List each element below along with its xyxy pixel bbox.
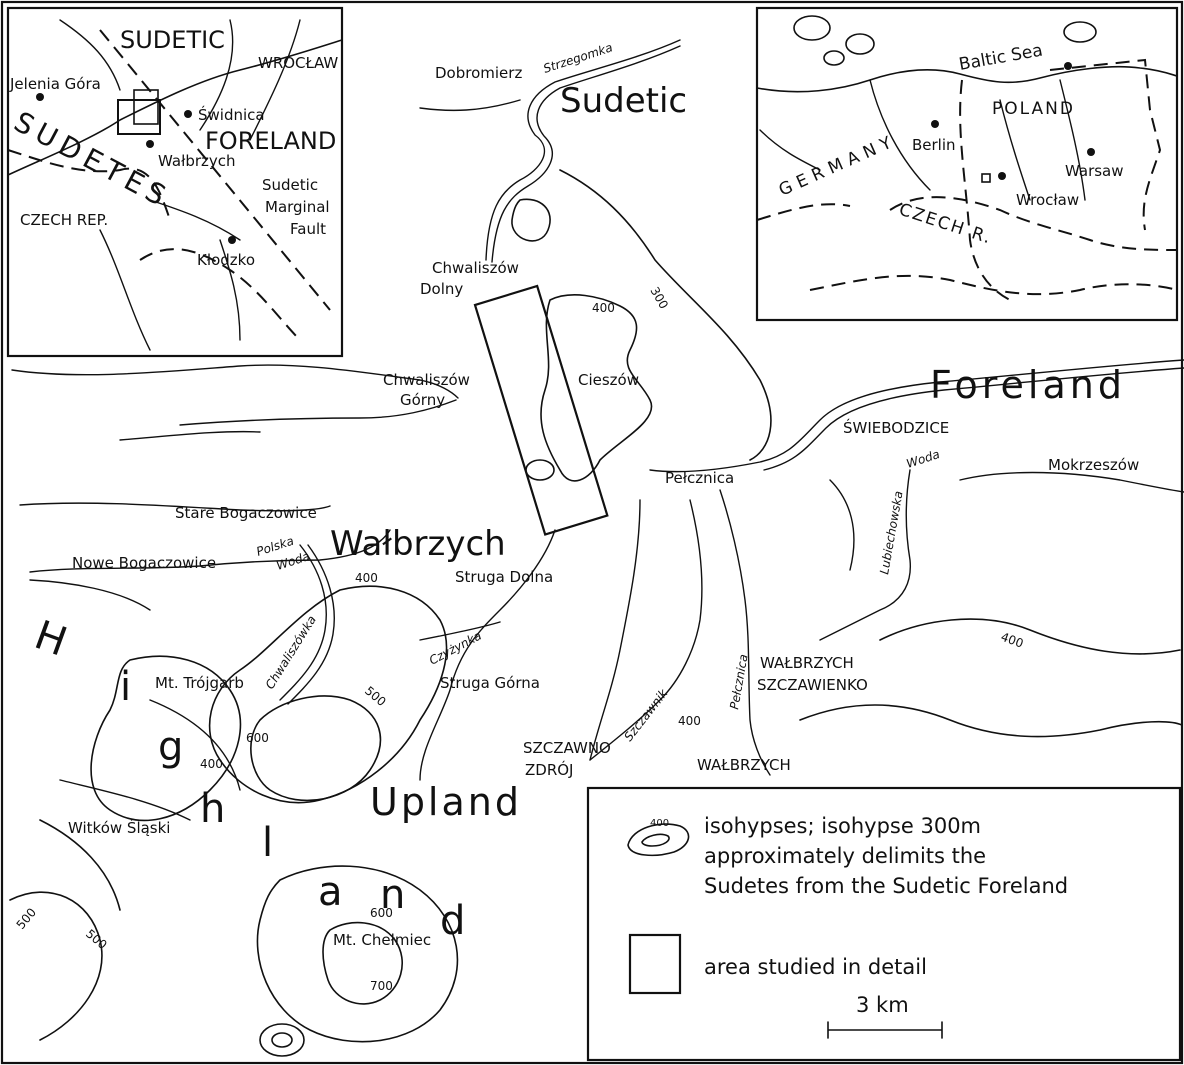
place-chwaliszow-gorny-2: Górny [400,391,445,409]
contour-label-600-a: 600 [246,731,269,745]
place-cieszow: Cieszów [578,371,639,389]
legend: 400 isohypses; isohypse 300m approximate… [586,786,1182,1062]
inset-left-wroclaw: WROCŁAW [258,54,338,72]
place-chwaliszow-dolny-2: Dolny [420,280,463,298]
place-mt-trojgarb: Mt. Trójgarb [155,674,244,692]
label-land-l: l [262,820,273,866]
label-high-i: i [120,664,131,710]
label-land-a: a [318,869,343,915]
place-szczawno-zdroj-1: SZCZAWNO [523,739,611,757]
contour-300 [559,169,772,461]
legend-isohypse-line2: approximately delimits the [704,844,986,868]
place-struga-dolna: Struga Dolna [455,568,553,586]
river-strzegomka [485,39,681,261]
place-struga-gorna: Struga Górna [440,674,540,692]
contour-label-400-walb: 400 [355,571,378,585]
legend-isohypse-line3: Sudetes from the Sudetic Foreland [704,874,1068,898]
legend-isohypse-icon-label: 400 [650,818,669,829]
inset-left-fault-3: Fault [290,220,326,238]
label-high-h2: h [200,786,225,832]
legend-isohypse-line1: isohypses; isohypse 300m [704,814,981,838]
legend-area-box [628,933,682,995]
inset-left-sudetic: SUDETIC [120,26,225,54]
place-walbrzych-town: WAŁBRZYCH [697,756,791,774]
inset-left-klodzko: Kłodzko [197,251,255,269]
contour-label-400-h: 400 [200,757,223,771]
place-chwaliszow-gorny-1: Chwaliszów [383,371,470,389]
inset-left-walbrzych: Wałbrzych [158,152,236,170]
place-mt-chelmiec: Mt. Chełmiec [333,931,431,949]
place-dobromierz: Dobromierz [435,64,522,82]
inset-right-poland: POLAND [992,99,1075,119]
river-lubiechowska [819,469,912,641]
legend-isohypse-icon [627,823,690,857]
study-area-box [473,284,609,536]
inset-left-jelenia-gora: Jelenia Góra [9,75,101,93]
place-chwaliszow-dolny-1: Chwaliszów [432,259,519,277]
label-foreland: Foreland [930,363,1126,407]
place-walbrzych-szczawienko-2: SZCZAWIENKO [757,676,868,694]
river-chwaliszowka [279,544,327,701]
contour-400-cieszow [540,294,653,482]
contour-label-700: 700 [370,979,393,993]
place-labels: Dobromierz Chwaliszów Dolny Chwaliszów G… [68,64,1139,949]
inset-left-czech-rep: CZECH REP. [20,211,108,229]
inset-left-foreland: FORELAND [205,127,336,155]
inset-left-fault-2: Marginal [265,198,330,216]
place-swiebodzice: ŚWIEBODZICE [843,418,949,437]
river-main-east [649,359,1184,473]
inset-right-wroclaw: Wrocław [1016,191,1079,209]
place-walbrzych-szczawienko-1: WAŁBRZYCH [760,654,854,672]
scale-bar [827,1021,943,1039]
label-land-d: d [440,898,465,944]
rivers-layer [11,39,1184,821]
place-nowe-bogaczowice: Nowe Bogaczowice [72,554,216,572]
contour-label-400-cieszow: 400 [592,301,615,315]
place-mokrzeszow: Mokrzeszów [1048,456,1139,474]
inset-left-swidnica: Świdnica [198,105,265,124]
region-labels: Sudetic Foreland Wałbrzych Upland H i g … [29,81,1126,944]
scale-label: 3 km [856,993,909,1017]
contour-label-400-szcz: 400 [678,714,701,728]
label-high-g: g [158,724,183,770]
river-czyzynka [419,529,556,781]
contour-500 [250,695,382,802]
place-witkow-slaski: Witków Śląski [68,818,170,837]
inset-left: SUDETIC WROCŁAW Jelenia Góra Świdnica FO… [6,6,344,358]
place-pelcznica: Pełcznica [665,469,734,487]
river-szczawnik [589,499,703,761]
label-sudetic: Sudetic [560,81,687,121]
inset-right: Baltic Sea POLAND GERMANY Berlin Warsaw … [755,6,1179,322]
label-walbrzych: Wałbrzych [330,524,506,564]
label-land-n: n [380,872,405,918]
contour-label-600-b: 600 [370,906,393,920]
place-stare-bogaczowice: Stare Bogaczowice [175,504,317,522]
legend-area-label: area studied in detail [704,955,927,979]
place-szczawno-zdroj-2: ZDRÓJ [525,760,573,779]
contours-layer [9,169,1183,1057]
label-upland: Upland [370,780,522,824]
inset-right-berlin: Berlin [912,136,956,154]
inset-right-warsaw: Warsaw [1065,162,1124,180]
inset-left-fault-1: Sudetic [262,176,318,194]
